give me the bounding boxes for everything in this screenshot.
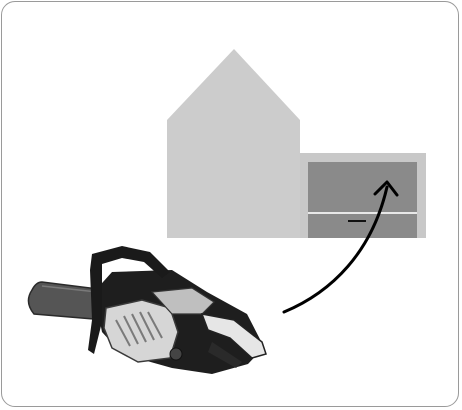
- chainsaw-icon: [28, 246, 266, 374]
- garage-door: [308, 162, 417, 238]
- garage: [300, 153, 426, 238]
- house-shape: [167, 49, 300, 238]
- illustration-canvas: [2, 2, 459, 407]
